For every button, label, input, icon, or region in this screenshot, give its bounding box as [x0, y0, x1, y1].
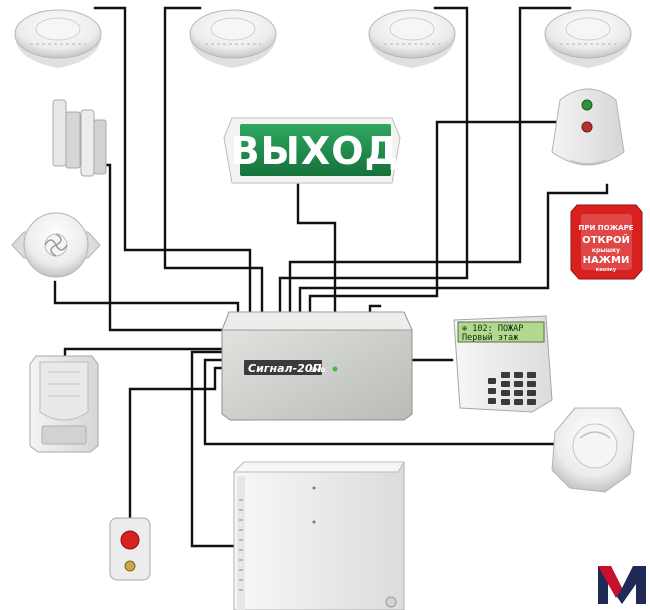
call-point-line-1: ПРИ ПОЖАРЕ [579, 224, 634, 232]
wire-glass-break [308, 120, 560, 314]
smoke-detector-3 [368, 9, 456, 68]
brand-logo [598, 566, 646, 604]
keypad-lcd-line-1: ⊕ 102: ПОЖАР [462, 324, 523, 334]
wire-siren [53, 280, 240, 314]
wiring [53, 6, 609, 548]
motion-detector [29, 355, 99, 453]
wire-door-contact [101, 163, 224, 332]
ceiling-motion-detector [551, 407, 635, 493]
wire-smoke-detector-4 [288, 6, 572, 314]
keypad-lcd-line-2: Первый этаж [462, 333, 518, 343]
smoke-detector-1 [14, 9, 102, 68]
controller-suffix: SMD [310, 367, 325, 374]
panic-button [109, 517, 151, 581]
exit-sign-label: ВЫХОД [231, 129, 400, 173]
call-point-line-2: ОТКРОЙ [582, 233, 630, 246]
manual-call-point: ПРИ ПОЖАРЕ ОТКРОЙ крышку НАЖМИ кнопку [570, 204, 643, 280]
wire-panic-button [128, 366, 224, 520]
wire-keypad-aux [368, 304, 382, 314]
keypad-buttons [488, 372, 536, 405]
controller-signal-20p: Сигнал-20П SMD [221, 311, 413, 421]
wire-smoke-detector-1 [93, 6, 252, 314]
controller-name: Сигнал-20П [248, 362, 322, 375]
smoke-detector-2 [189, 9, 277, 68]
wire-call-point [298, 183, 609, 314]
wire-smoke-detector-2 [163, 6, 264, 314]
exit-sign: ВЫХОД [223, 117, 401, 184]
door-contact-sensor [52, 99, 107, 177]
call-point-line-3: крышку [592, 247, 620, 254]
wire-exit-sign [296, 183, 337, 314]
wire-motion-detector-left [63, 347, 224, 360]
keypad: ⊕ 102: ПОЖАР Первый этаж [453, 315, 553, 413]
call-point-line-4: НАЖМИ [583, 255, 630, 266]
siren [11, 212, 101, 278]
smoke-detector-4 [544, 9, 632, 68]
wire-smoke-detector-3 [278, 6, 469, 314]
wire-power-supply [190, 350, 236, 548]
wire-ceiling-motion-detector [203, 358, 558, 446]
power-supply-cabinet [232, 461, 405, 610]
glass-break-detector [551, 88, 625, 166]
call-point-line-5: кнопку [596, 267, 617, 273]
